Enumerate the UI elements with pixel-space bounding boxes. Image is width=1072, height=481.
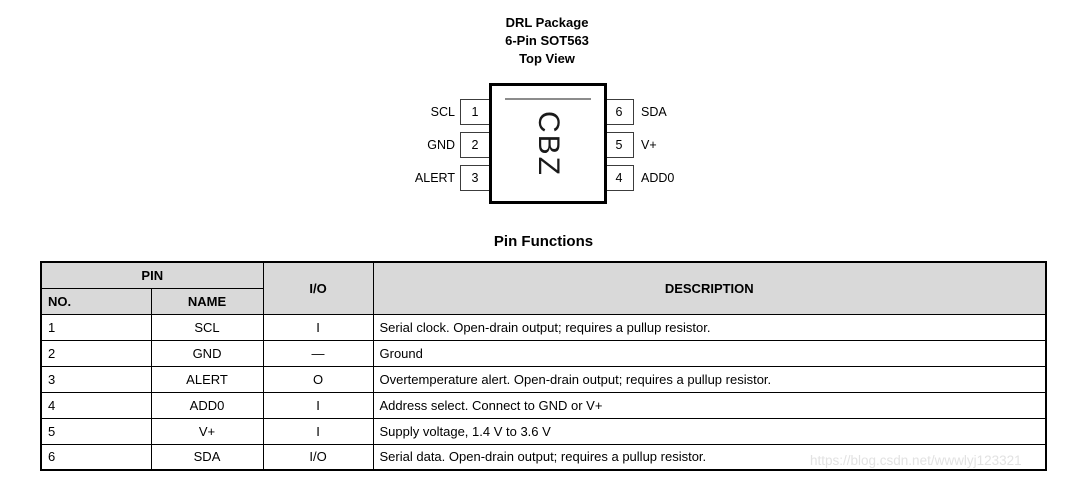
cell-description: Address select. Connect to GND or V+ bbox=[372, 391, 1047, 419]
cell-description: Ground bbox=[372, 339, 1047, 367]
cell-no: 1 bbox=[40, 313, 152, 341]
package-title-line-2: 6-Pin SOT563 bbox=[505, 33, 589, 48]
table-row: 6 SDA I/O Serial data. Open-drain output… bbox=[40, 443, 1047, 471]
cell-description: Serial clock. Open-drain output; require… bbox=[372, 313, 1047, 341]
pin-box-1: 1 bbox=[460, 99, 490, 125]
chip-marking-text: CBZ bbox=[532, 110, 565, 177]
cell-io: I/O bbox=[262, 443, 374, 471]
pin-label-vplus: V+ bbox=[641, 138, 657, 152]
pin-box-4: 4 bbox=[604, 165, 634, 191]
cell-no: 5 bbox=[40, 417, 152, 445]
cell-name: V+ bbox=[150, 417, 264, 445]
pin-label-sda: SDA bbox=[641, 105, 667, 119]
pin-functions-table: PIN I/O DESCRIPTION NO. NAME 1 SCL I Ser… bbox=[40, 261, 1047, 471]
cell-no: 4 bbox=[40, 391, 152, 419]
table-row: 3 ALERT O Overtemperature alert. Open-dr… bbox=[40, 365, 1047, 393]
table-row: 4 ADD0 I Address select. Connect to GND … bbox=[40, 391, 1047, 419]
cell-name: SDA bbox=[150, 443, 264, 471]
header-no: NO. bbox=[40, 287, 152, 315]
table-row: 1 SCL I Serial clock. Open-drain output;… bbox=[40, 313, 1047, 341]
cell-no: 2 bbox=[40, 339, 152, 367]
cell-description: Supply voltage, 1.4 V to 3.6 V bbox=[372, 417, 1047, 445]
cell-io: O bbox=[262, 365, 374, 393]
cell-name: ALERT bbox=[150, 365, 264, 393]
cell-no: 3 bbox=[40, 365, 152, 393]
header-pin-group: PIN bbox=[40, 261, 264, 289]
table-row: 2 GND — Ground bbox=[40, 339, 1047, 367]
table-header-row-1: PIN I/O DESCRIPTION bbox=[40, 261, 1047, 315]
pin-box-6: 6 bbox=[604, 99, 634, 125]
cell-io: I bbox=[262, 313, 374, 341]
pin-functions-title: Pin Functions bbox=[493, 233, 594, 250]
header-name: NAME bbox=[150, 287, 264, 315]
package-title-line-1: DRL Package bbox=[505, 15, 589, 30]
pin-label-alert: ALERT bbox=[414, 171, 455, 185]
watermark-url: https://blog.csdn.net/wwwlyj123321 bbox=[810, 453, 1022, 468]
package-title: DRL Package 6-Pin SOT563 Top View bbox=[397, 14, 697, 68]
header-io: I/O bbox=[262, 261, 374, 315]
pin1-indicator-line bbox=[505, 98, 591, 100]
cell-description: Overtemperature alert. Open-drain output… bbox=[372, 365, 1047, 393]
pin-box-3: 3 bbox=[460, 165, 490, 191]
pin-box-5: 5 bbox=[604, 132, 634, 158]
table-header-row-2: NO. NAME bbox=[40, 287, 1046, 315]
cell-name: ADD0 bbox=[150, 391, 264, 419]
cell-io: I bbox=[262, 391, 374, 419]
cell-name: GND bbox=[150, 339, 264, 367]
cell-description: Serial data. Open-drain output; requires… bbox=[372, 443, 1047, 471]
package-title-line-3: Top View bbox=[519, 51, 575, 66]
table-row: 5 V+ I Supply voltage, 1.4 V to 3.6 V bbox=[40, 417, 1047, 445]
header-description: DESCRIPTION bbox=[372, 261, 1047, 315]
pin-label-gnd: GND bbox=[427, 138, 455, 152]
chip-marking-wrap: CBZ bbox=[492, 86, 604, 201]
cell-io: — bbox=[262, 339, 374, 367]
pin-box-2: 2 bbox=[460, 132, 490, 158]
cell-io: I bbox=[262, 417, 374, 445]
cell-no: 6 bbox=[40, 443, 152, 471]
cell-name: SCL bbox=[150, 313, 264, 341]
chip-body: CBZ bbox=[489, 83, 607, 204]
pin-label-add0: ADD0 bbox=[641, 171, 675, 185]
pin-label-scl: SCL bbox=[430, 105, 455, 119]
